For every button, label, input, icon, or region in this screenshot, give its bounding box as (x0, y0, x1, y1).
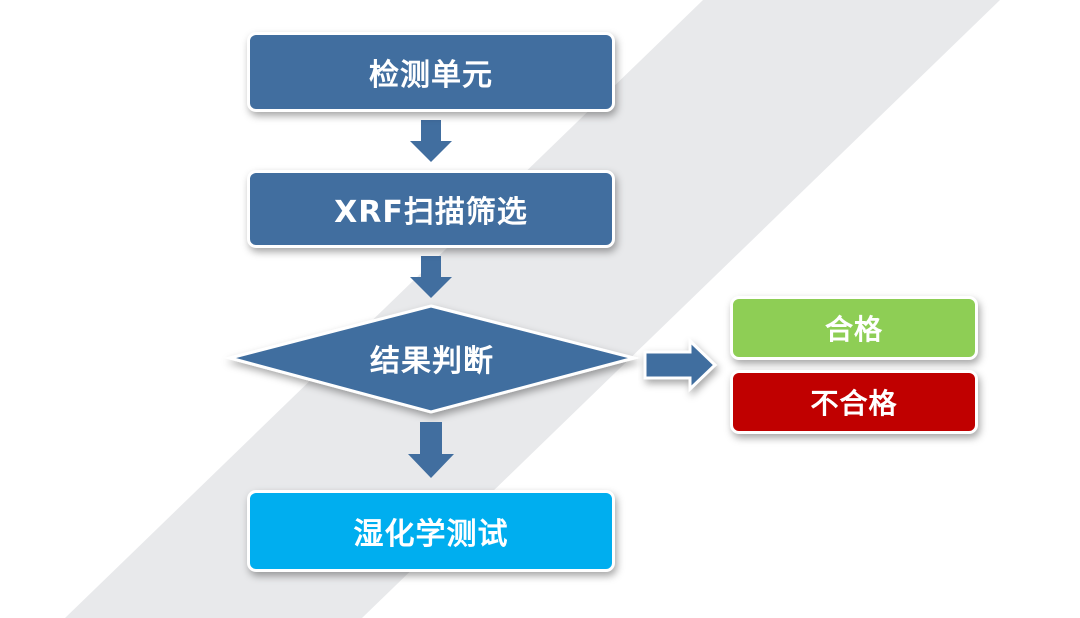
outcome-fail: 不合格 (730, 370, 978, 434)
arrow-right-outcome (643, 337, 718, 393)
outcome-fail-label: 不合格 (810, 387, 898, 420)
decision-label: 结果判断 (370, 344, 494, 379)
arrow-down-1 (410, 120, 452, 162)
step-wet-chemistry-label: 湿化学测试 (353, 517, 509, 552)
outcome-pass-label: 合格 (824, 313, 883, 346)
step-wet-chemistry: 湿化学测试 (247, 490, 615, 572)
arrow-down-2 (410, 256, 452, 298)
step-xrf-screening: XRF扫描筛选 (247, 170, 615, 248)
step-xrf-screening-label: XRF扫描筛选 (334, 195, 528, 230)
step-detection-unit: 检测单元 (247, 32, 615, 112)
outcome-pass: 合格 (730, 296, 978, 360)
step-detection-unit-label: 检测单元 (369, 58, 493, 93)
decision-diamond (224, 304, 640, 414)
arrow-down-3 (408, 422, 454, 478)
